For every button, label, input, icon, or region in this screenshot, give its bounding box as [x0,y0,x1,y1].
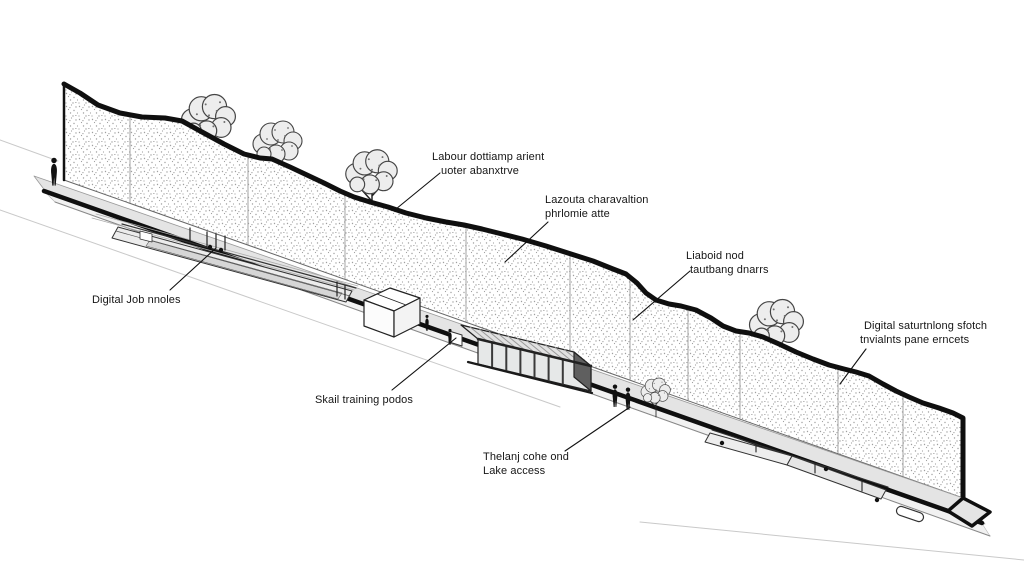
label-line: Lazouta charavaltion [545,194,649,206]
label-line: phrlomie atte [545,207,610,220]
wall-joint [129,113,904,477]
label-digital-learning: Digital saturtnlong sfotch tnvialnts pan… [860,320,988,347]
label-labour-dormitory: Labour dottiamp arient uoter abanxtrve [432,151,544,178]
label-line: Liaboid nod [686,250,744,262]
training-pavilion [460,324,594,395]
ramp-deck [704,429,925,523]
label-line: Digital Job nnoles [92,294,181,306]
label-line: Thelanj cohe ond [483,451,569,463]
label-line: Lake access [483,464,546,477]
label-line: uoter abanxtrve [441,164,519,177]
bench [895,505,925,523]
label-line: Skail training podos [315,394,414,406]
cube-building [363,287,421,338]
label-layout-circulation: Lazouta charavaltion phrlomie atte [545,194,649,221]
label-skill-training-pods: Skail training podos [315,394,413,408]
label-labour-training: Liaboid nod tautbang dnarrs [686,250,769,277]
leader-line [169,172,867,452]
label-line: tnvialnts pane erncets [860,333,970,346]
label-digital-job-nodes: Digital Job nnoles [92,294,181,308]
label-line: tautbang dnarrs [690,263,769,276]
ramp-deck [111,223,357,303]
label-line: Labour dottiamp arient [432,151,545,163]
label-line: Digital saturtnlong sfotch [864,320,988,332]
retaining-wall [61,81,966,501]
label-lake-access: Thelanj cohe ond Lake access [483,451,569,478]
ground-line [0,139,1024,561]
